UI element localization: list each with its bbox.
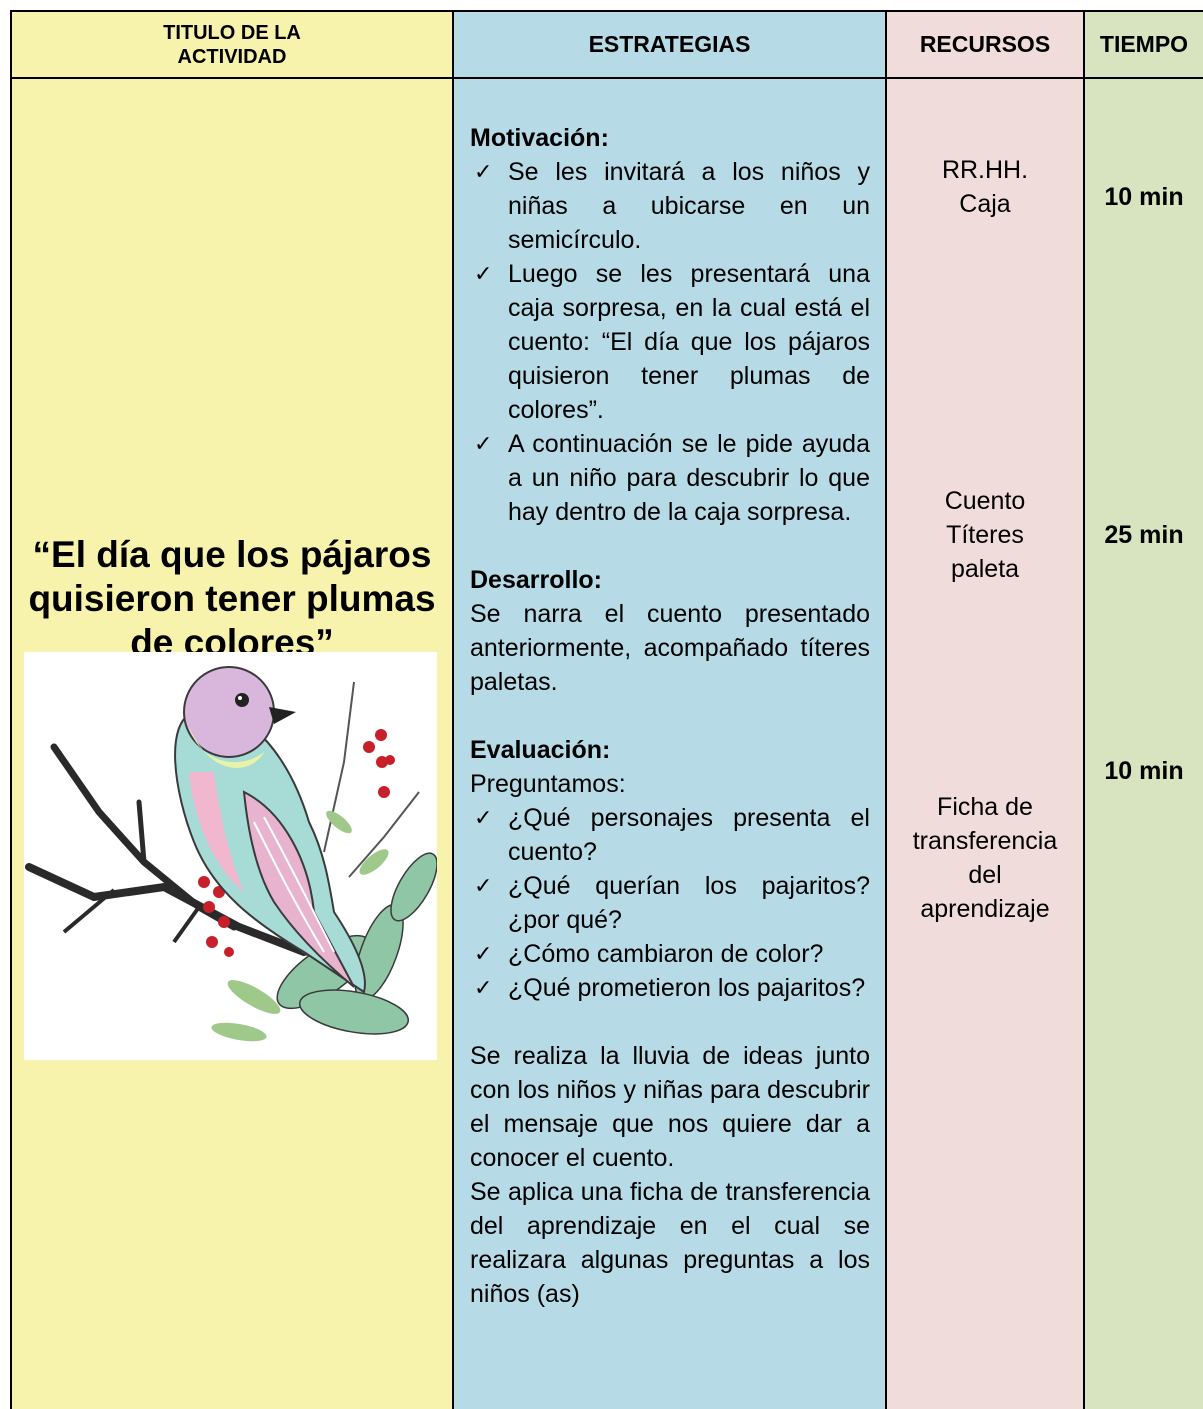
strategy-text: Motivación: Se les invitará a los niños … xyxy=(470,121,870,1311)
list-item: ¿Qué personajes presenta el cuento? xyxy=(470,801,870,869)
resource-line: del xyxy=(968,861,1002,889)
list-item: ¿Qué querían los pajaritos? ¿por qué? xyxy=(470,869,870,937)
list-item: A continuación se le pide ayuda a un niñ… xyxy=(470,427,870,529)
desarrollo-text: Se narra el cuento presentado anteriorme… xyxy=(470,600,870,696)
resource-line: paleta xyxy=(950,555,1020,583)
header-estrategias-label: ESTRATEGIAS xyxy=(588,31,751,57)
resource-line: transferencia xyxy=(912,827,1058,855)
evaluacion-title: Evaluación: xyxy=(470,736,611,764)
motivacion-title: Motivación: xyxy=(470,124,609,152)
header-recursos: RECURSOS xyxy=(885,10,1083,79)
estrategias-cell: Motivación: Se les invitará a los niños … xyxy=(452,79,885,1409)
evaluacion-closing-1: Se realiza la lluvia de ideas junto con … xyxy=(470,1042,870,1172)
list-item: ¿Cómo cambiaron de color? xyxy=(470,937,870,971)
evaluacion-list: ¿Qué personajes presenta el cuento? ¿Qué… xyxy=(470,801,870,1005)
activity-title: “El día que los pájaros quisieron tener … xyxy=(28,534,436,663)
header-titulo: TITULO DE LA ACTIVIDAD xyxy=(10,10,452,79)
resource-group-3: Ficha de transferencia del aprendizaje xyxy=(887,790,1083,926)
resource-line: Títeres xyxy=(946,521,1024,549)
recursos-cell: RR.HH. Caja Cuento Títeres paleta Ficha … xyxy=(885,79,1083,1409)
resource-group-1: RR.HH. Caja xyxy=(887,153,1083,221)
list-item: ¿Qué prometieron los pajaritos? xyxy=(470,971,870,1005)
bird-illustration xyxy=(24,652,438,1060)
motivacion-list: Se les invitará a los niños y niñas a ub… xyxy=(470,155,870,529)
time-desarrollo: 25 min xyxy=(1104,521,1184,549)
titulo-cell: “El día que los pájaros quisieron tener … xyxy=(10,79,452,1409)
evaluacion-intro: Preguntamos: xyxy=(470,770,626,798)
header-tiempo: TIEMPO xyxy=(1083,10,1203,79)
bird-icon xyxy=(25,666,438,1042)
desarrollo-title: Desarrollo: xyxy=(470,566,602,594)
time-motivacion: 10 min xyxy=(1104,183,1184,211)
resource-line: Caja xyxy=(959,190,1011,218)
header-estrategias: ESTRATEGIAS xyxy=(452,10,885,79)
resource-line: Ficha de xyxy=(937,793,1033,821)
list-item: Se les invitará a los niños y niñas a ub… xyxy=(470,155,870,257)
header-recursos-label: RECURSOS xyxy=(919,31,1051,57)
header-tiempo-label: TIEMPO xyxy=(1099,31,1189,57)
time-evaluacion: 10 min xyxy=(1104,757,1184,785)
header-titulo-label: TITULO DE LA ACTIVIDAD xyxy=(163,21,301,68)
evaluacion-closing-2: Se aplica una ficha de transferencia del… xyxy=(470,1178,870,1308)
resource-group-2: Cuento Títeres paleta xyxy=(887,484,1083,586)
resource-line: aprendizaje xyxy=(920,895,1050,923)
tiempo-cell: 10 min 25 min 10 min xyxy=(1083,79,1203,1409)
resource-line: RR.HH. xyxy=(941,156,1029,184)
list-item: Luego se les presentará una caja sorpres… xyxy=(470,257,870,427)
resource-line: Cuento xyxy=(944,487,1026,515)
